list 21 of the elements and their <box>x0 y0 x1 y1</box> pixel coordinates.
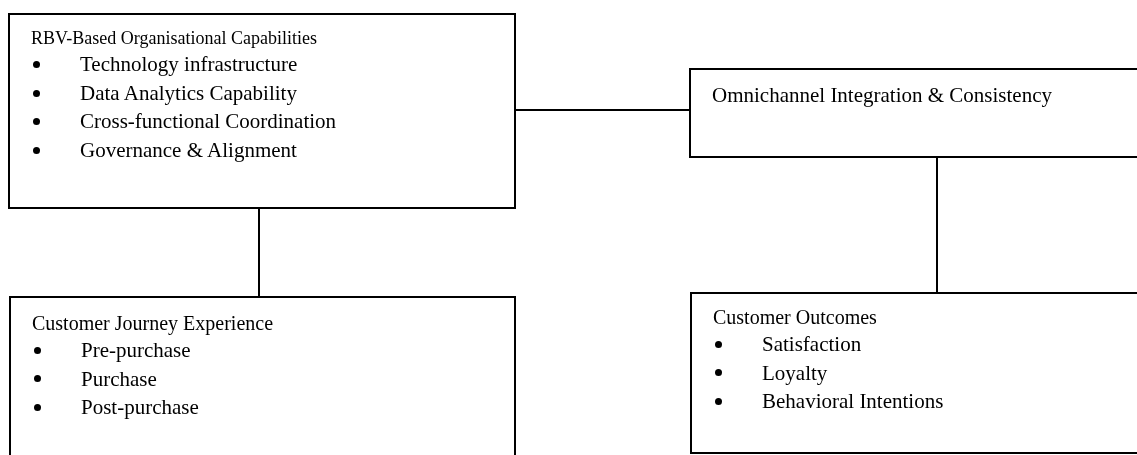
text-box <box>8 13 516 209</box>
text-box <box>690 292 1137 454</box>
box-heading: Customer Journey Experience <box>32 311 274 336</box>
bullet-item: Loyalty <box>762 359 828 387</box>
box-heading: RBV-Based Organisational Capabilities <box>31 27 317 50</box>
bullet-item: Governance & Alignment <box>80 137 297 165</box>
text-box <box>9 296 516 455</box>
connector-line <box>936 157 938 293</box>
bullet-item: Cross-functional Coordination <box>80 108 337 136</box>
connector-line <box>258 208 260 297</box>
bullet-item: Data Analytics Capability <box>80 79 297 107</box>
box-heading: Customer Outcomes <box>713 305 877 330</box>
box-heading: Omnichannel Integration & Consistency <box>712 82 1052 109</box>
text-box <box>689 68 1137 158</box>
connector-line <box>515 109 690 111</box>
bullet-item: Post-purchase <box>81 394 199 422</box>
bullet-item: Behavioral Intentions <box>762 388 944 416</box>
bullet-item: Technology infrastructure <box>80 51 298 79</box>
bullet-item: Purchase <box>81 365 157 393</box>
bullet-item: Pre-purchase <box>81 337 191 364</box>
bullet-item: Satisfaction <box>762 331 862 358</box>
